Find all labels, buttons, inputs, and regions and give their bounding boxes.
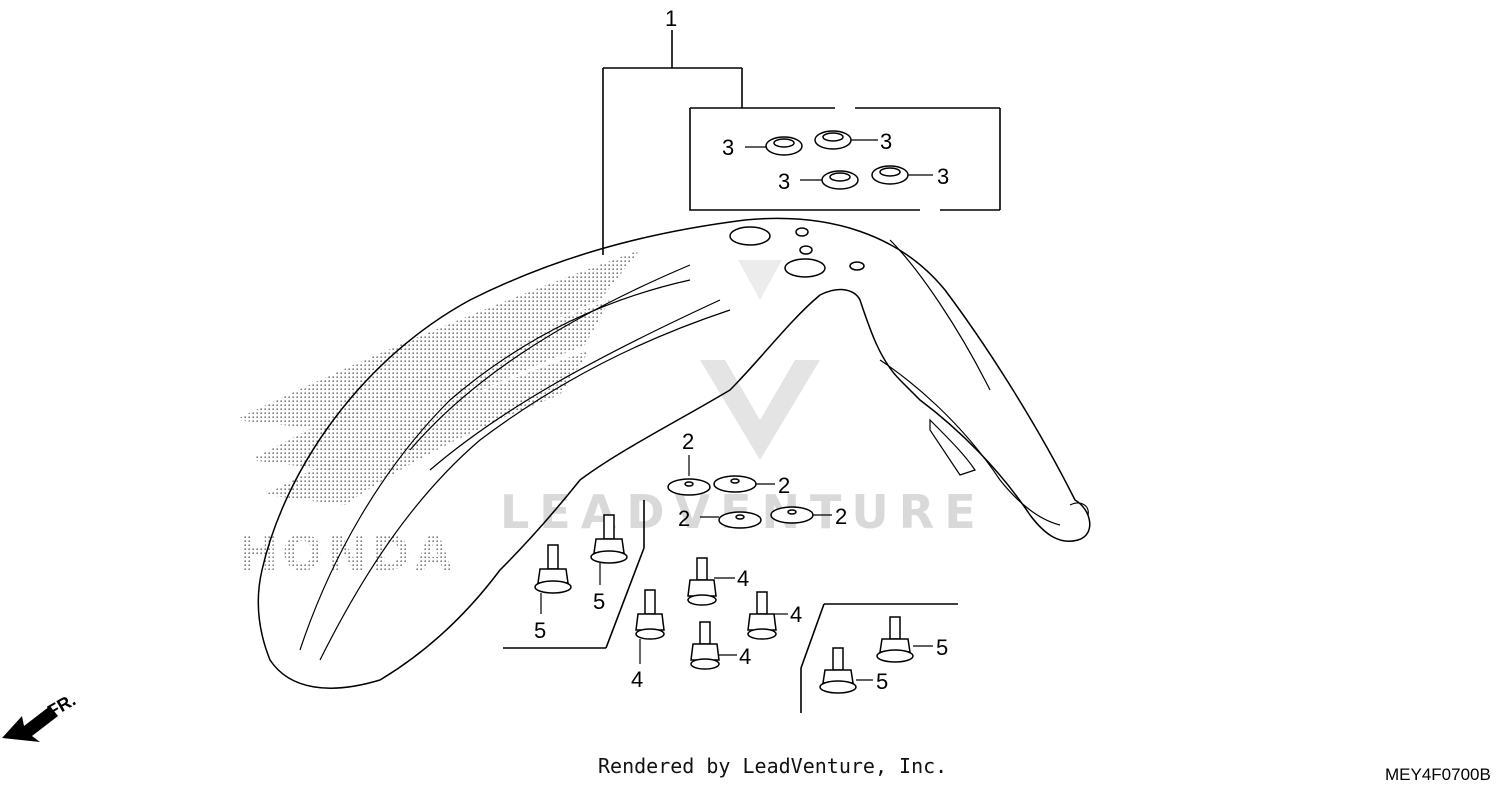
flange-bolt	[590, 514, 628, 585]
washer	[770, 506, 832, 524]
flange-bolt	[876, 616, 933, 663]
washer	[713, 475, 775, 493]
callout-3: 3	[778, 169, 790, 194]
credit-text: Rendered by LeadVenture, Inc.	[598, 754, 947, 778]
grommet	[814, 130, 878, 150]
washer	[667, 455, 711, 496]
callout-5: 5	[534, 618, 546, 643]
bolt	[635, 589, 665, 664]
callout-2: 2	[835, 504, 847, 529]
callout-4: 4	[790, 602, 802, 627]
callout-3: 3	[880, 129, 892, 154]
part-5-left-bracket	[503, 500, 645, 649]
bolt	[690, 621, 737, 670]
callout-2: 2	[682, 429, 694, 454]
grommet	[871, 165, 933, 185]
callout-5: 5	[593, 589, 605, 614]
callout-2: 2	[678, 506, 690, 531]
part-1-bracket	[602, 30, 743, 255]
part-3-group-box	[689, 107, 1001, 211]
honda-watermark-text: HONDA	[238, 526, 456, 582]
callout-3: 3	[722, 135, 734, 160]
bolt	[687, 557, 735, 606]
diagram-code: MEY4F0700B	[1385, 765, 1491, 783]
callout-5: 5	[876, 669, 888, 694]
flange-bolt	[819, 647, 873, 694]
grommet	[800, 170, 859, 190]
callout-4: 4	[737, 566, 749, 591]
washer	[700, 511, 762, 529]
bolt	[747, 591, 788, 640]
front-fender	[257, 217, 1091, 689]
callout-2: 2	[778, 473, 790, 498]
flange-bolt	[534, 544, 572, 614]
callout-4: 4	[631, 667, 643, 692]
callout-5: 5	[936, 635, 948, 660]
part-5-right-bracket	[800, 603, 958, 713]
callout-3: 3	[937, 164, 949, 189]
front-direction-arrow-icon	[2, 706, 58, 742]
callout-4: 4	[739, 644, 751, 669]
grommet	[745, 136, 803, 156]
honda-logo-watermark: HONDA	[235, 250, 640, 582]
callout-1: 1	[665, 6, 677, 31]
